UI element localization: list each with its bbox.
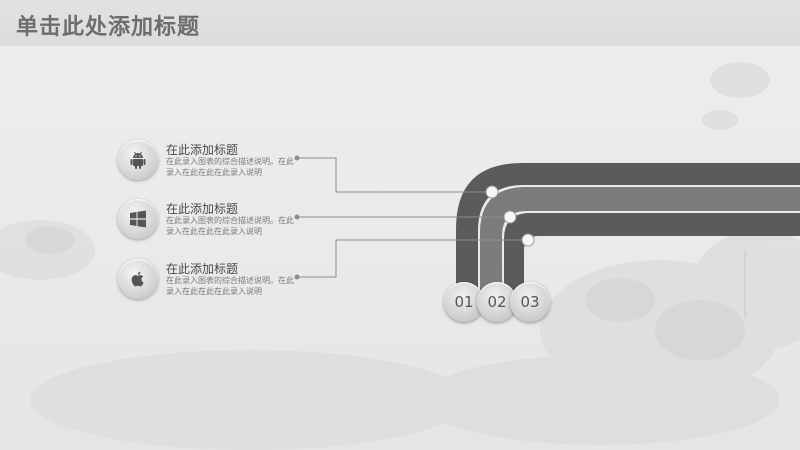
inner-track: [504, 213, 800, 300]
item-title: 在此添加标题: [166, 143, 239, 157]
connector-line-1: [297, 157, 492, 193]
item-description: 在此录入图表的综合描述说明。在此录入在此在此在此录入说明: [166, 157, 294, 177]
item-description: 在此录入图表的综合描述说明。在此录入在此在此在此录入说明: [166, 216, 294, 236]
step-circle-2: 02: [477, 282, 517, 322]
page-title: 单击此处添加标题: [16, 15, 201, 40]
middle-track: [480, 187, 800, 300]
marker-dot-3: [521, 233, 535, 247]
list-item: 在此添加标题 在此录入图表的综合描述说明。在此录入在此在此在此录入说明: [118, 199, 308, 249]
outer-track: [456, 163, 800, 300]
item-title: 在此添加标题: [166, 262, 239, 276]
list-item: 在此添加标题 在此录入图表的综合描述说明。在此录入在此在此在此录入说明: [118, 140, 308, 190]
list-item: 在此添加标题 在此录入图表的综合描述说明。在此录入在此在此在此录入说明: [118, 259, 308, 309]
step-circle-3: 03: [510, 282, 550, 322]
windows-icon: [118, 199, 158, 239]
apple-icon: [118, 259, 158, 299]
android-icon: [118, 140, 158, 180]
marker-dot-1: [485, 185, 499, 199]
connector-line-3: [297, 239, 528, 278]
header-bar: 单击此处添加标题: [0, 0, 800, 46]
item-title: 在此添加标题: [166, 202, 239, 216]
marker-dot-2: [503, 210, 517, 224]
item-description: 在此录入图表的综合描述说明。在此录入在此在此在此录入说明: [166, 276, 294, 296]
